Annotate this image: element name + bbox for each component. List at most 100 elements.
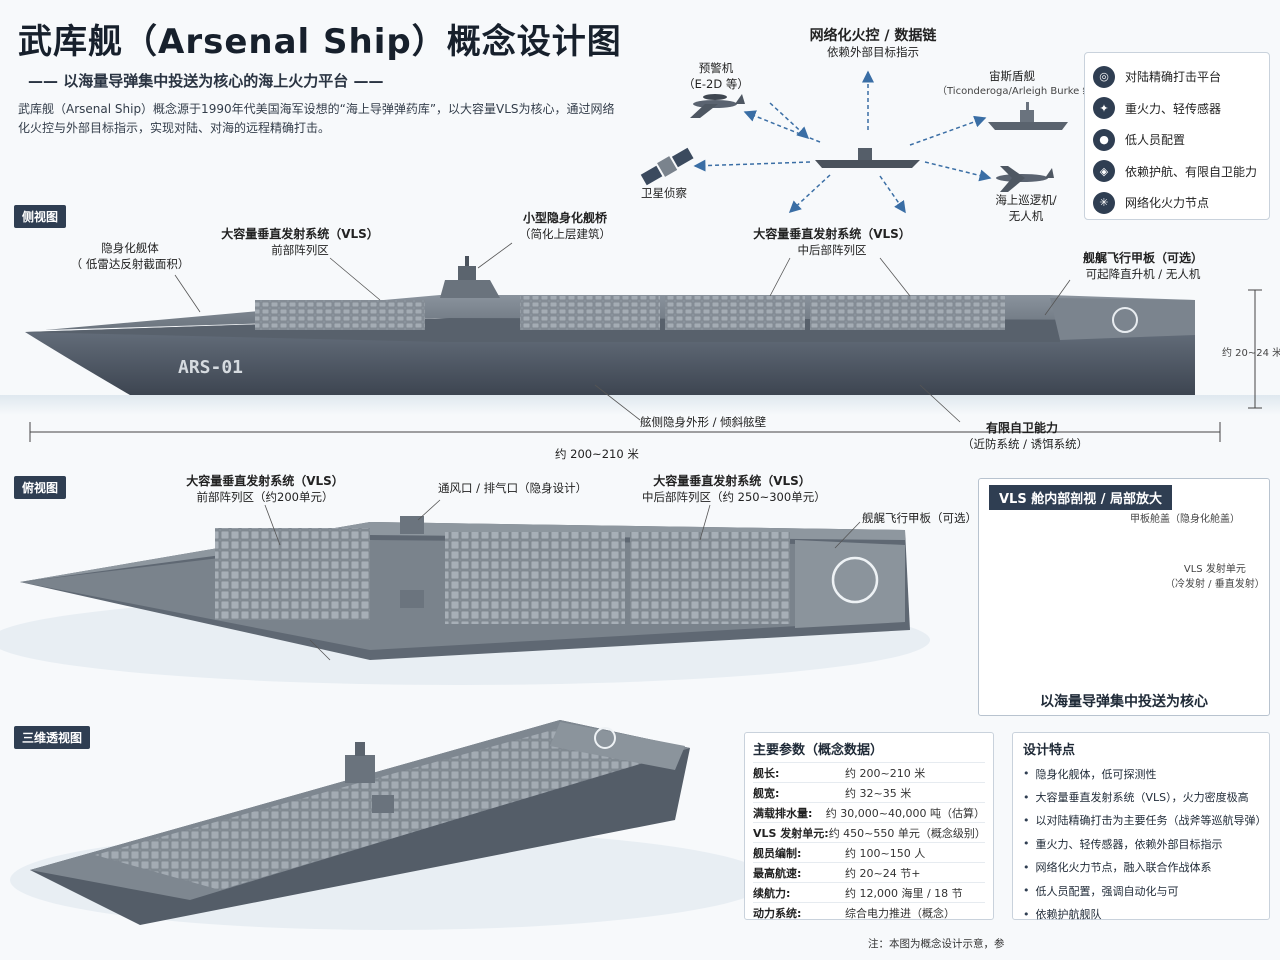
network-diagram xyxy=(640,70,1068,214)
stealth-hull-sub: （ 低雷达反射截面积） xyxy=(70,257,190,271)
design-features: 设计特点 隐身化舰体，低可探测性 大容量垂直发射系统（VLS），火力密度极高 以… xyxy=(1012,732,1270,921)
list-item: 网络化火力节点，融入联合作战体系 xyxy=(1023,856,1259,879)
crew-icon: ● xyxy=(1093,128,1115,151)
table-row: 续航力: 约 12,000 海里 / 18 节 xyxy=(753,882,985,902)
awacs-sub: （E-2D 等） xyxy=(683,77,749,91)
spec-title: 主要参数（概念数据） xyxy=(753,743,884,758)
defense-sub: （近防系统 / 诱饵系统） xyxy=(962,437,1089,451)
list-item: 重火力、轻传感器，依赖外部目标指示 xyxy=(1023,832,1259,855)
network-icon: ✳ xyxy=(1093,191,1115,214)
spec-value: 约 450~550 单元（概念级别） xyxy=(828,826,986,840)
feature-label: 依赖护航、有限自卫能力 xyxy=(1125,164,1258,179)
deck-title: 舰艉飞行甲板（可选） xyxy=(1082,251,1203,265)
vls-detail-panel: VLS 舱内部剖视 / 局部放大 以海量导弹集中投送为核心 xyxy=(978,478,1270,716)
footnote: 注：本图为概念设计示意，参 xyxy=(868,938,1005,950)
table-row: 满载排水量: 约 30,000~40,000 吨（估算） xyxy=(753,802,985,822)
vls-front-sub: 前部阵列区 xyxy=(271,243,329,257)
aegis-name: 宙斯盾舰 xyxy=(989,69,1035,83)
table-row: 最高航速: 约 20~24 节+ xyxy=(753,862,985,882)
vls-detail-title: VLS 舱内部剖视 / 局部放大 xyxy=(989,485,1173,510)
patrol-sub: 无人机 xyxy=(1008,209,1044,223)
spec-key: VLS 发射单元: xyxy=(753,826,829,840)
top-vls-front-title: 大容量垂直发射系统（VLS） xyxy=(186,474,344,488)
vent-label: 通风口 / 排气口（隐身设计） xyxy=(438,481,588,495)
spec-value: 约 100~150 人 xyxy=(845,846,926,860)
hull-code: ARS-01 xyxy=(178,357,244,378)
vls-hatch-label: 甲板舱盖（隐身化舱盖） xyxy=(1130,514,1240,525)
network-subtitle: 依赖外部目标指示 xyxy=(827,45,919,59)
feature-item: ✦ 重火力、轻传感器 xyxy=(1093,93,1261,125)
awacs-label: 预警机 （E-2D 等） xyxy=(676,60,756,92)
top-vls-mid-sub: 中后部阵列区（约 250~300单元） xyxy=(642,490,826,504)
awacs-plane-icon xyxy=(690,94,745,118)
vls-cell-title: VLS 发射单元 xyxy=(1183,564,1246,575)
target-icon: ◎ xyxy=(1093,65,1115,88)
vls-front-label: 大容量垂直发射系统（VLS） 前部阵列区 xyxy=(220,226,380,258)
intro-text: 武库舰（Arsenal Ship）概念源于1990年代美国海军设想的“海上导弹弹… xyxy=(18,102,615,135)
spec-table: 主要参数（概念数据） 舰长: 约 200~210 米 舰宽:约 32~35 米 满… xyxy=(744,732,994,920)
top-deck-label: 舰艉飞行甲板（可选） xyxy=(862,511,977,525)
spec-value: 约 20~24 节+ xyxy=(845,866,921,880)
table-row: 舰宽:约 32~35 米 xyxy=(753,782,985,802)
feature-label: 网络化火力节点 xyxy=(1125,196,1210,211)
vls-mid-title: 大容量垂直发射系统（VLS） xyxy=(753,227,911,241)
spec-value: 约 30,000~40,000 吨（估算） xyxy=(825,806,985,820)
spec-value: 综合电力推进（概念） xyxy=(845,906,955,920)
defense-label: 有限自卫能力 （近防系统 / 诱饵系统） xyxy=(962,420,1089,452)
defense-title: 有限自卫能力 xyxy=(985,421,1058,435)
bridge-label: 小型隐身化舰桥 （简化上层建筑） xyxy=(510,210,620,242)
stealth-hull-label: 隐身化舰体 （ 低雷达反射截面积） xyxy=(70,240,190,272)
feature-item: ● 低人员配置 xyxy=(1093,124,1261,156)
spec-key: 最高航速: xyxy=(753,866,802,880)
satellite-icon xyxy=(640,147,694,186)
spec-key: 续航力: xyxy=(753,886,791,900)
patrol-label: 海上巡逻机/ 无人机 xyxy=(986,192,1066,224)
list-item: 低人员配置，强调自动化与可 xyxy=(1023,879,1259,902)
feature-label: 重火力、轻传感器 xyxy=(1125,101,1222,116)
feature-item: ◈ 依赖护航、有限自卫能力 xyxy=(1093,156,1261,188)
spec-key: 舰长: xyxy=(753,766,780,780)
perspective-tag: 三维透视图 xyxy=(14,726,91,749)
feature-list: ◎对陆精确打击平台 ✦重火力、轻传感器 ●低人员配置 ◈依赖护航、有限自卫能力 … xyxy=(1084,52,1270,220)
network-title-block: 网络化火控 / 数据链 依赖外部目标指示 xyxy=(803,28,943,60)
top-vls-front-label: 大容量垂直发射系统（VLS） 前部阵列区（约200单元） xyxy=(185,473,345,505)
feature-label: 低人员配置 xyxy=(1125,133,1186,148)
spec-value: 约 12,000 海里 / 18 节 xyxy=(845,886,963,900)
top-vls-mid-label: 大容量垂直发射系统（VLS） 中后部阵列区（约 250~300单元） xyxy=(642,473,826,505)
spec-value: 约 200~210 米 xyxy=(845,766,926,780)
deck-label: 舰艉飞行甲板（可选） 可起降直升机 / 无人机 xyxy=(1068,250,1218,282)
sensor-icon: ✦ xyxy=(1093,97,1115,120)
awacs-name: 预警机 xyxy=(698,61,734,75)
list-item: 隐身化舰体，低可探测性 xyxy=(1023,762,1259,785)
page-subtitle: —— 以海量导弹集中投送为核心的海上火力平台 —— xyxy=(28,72,384,90)
height-dimension: 约 20~24 米 xyxy=(1222,348,1280,359)
feature-label: 对陆精确打击平台 xyxy=(1125,70,1222,85)
spec-value: 约 32~35 米 xyxy=(845,786,912,800)
top-vls-mid-title: 大容量垂直发射系统（VLS） xyxy=(653,474,811,488)
side-shape-label: 舷侧隐身外形 / 倾斜舷壁 xyxy=(640,415,767,429)
vls-front-title: 大容量垂直发射系统（VLS） xyxy=(221,227,379,241)
shield-icon: ◈ xyxy=(1093,160,1115,183)
spec-key: 满载排水量: xyxy=(753,806,813,820)
satellite-label: 卫星侦察 xyxy=(641,186,687,200)
design-title: 设计特点 xyxy=(1023,743,1076,758)
side-view-illustration xyxy=(0,242,1280,442)
patrol-name: 海上巡逻机/ xyxy=(995,193,1057,207)
aegis-label: 宙斯盾舰 （Ticonderoga/Arleigh Burke 级） xyxy=(937,68,1103,100)
top-view-illustration xyxy=(0,499,930,685)
list-item: 依赖护航舰队 xyxy=(1023,902,1259,925)
feature-item: ◎ 对陆精确打击平台 xyxy=(1093,61,1261,93)
vls-cell-label: VLS 发射单元 （冷发射 / 垂直发射） xyxy=(1165,560,1265,590)
aegis-sub: （Ticonderoga/Arleigh Burke 级） xyxy=(937,86,1103,97)
vls-mid-label: 大容量垂直发射系统（VLS） 中后部阵列区 xyxy=(752,226,912,258)
perspective-illustration xyxy=(10,720,770,930)
bridge-title: 小型隐身化舰桥 xyxy=(522,211,607,225)
table-row: 舰员编制: 约 100~150 人 xyxy=(753,842,985,862)
list-item: 以对陆精确打击为主要任务（战斧等巡航导弹） xyxy=(1023,809,1260,832)
vls-mid-sub: 中后部阵列区 xyxy=(797,243,867,257)
bridge-sub: （简化上层建筑） xyxy=(519,227,611,241)
side-view-tag: 侧视图 xyxy=(14,205,67,228)
table-row: VLS 发射单元:约 450~550 单元（概念级别） xyxy=(753,822,986,842)
spec-key: 动力系统: xyxy=(753,906,802,920)
spec-key: 舰员编制: xyxy=(753,846,802,860)
